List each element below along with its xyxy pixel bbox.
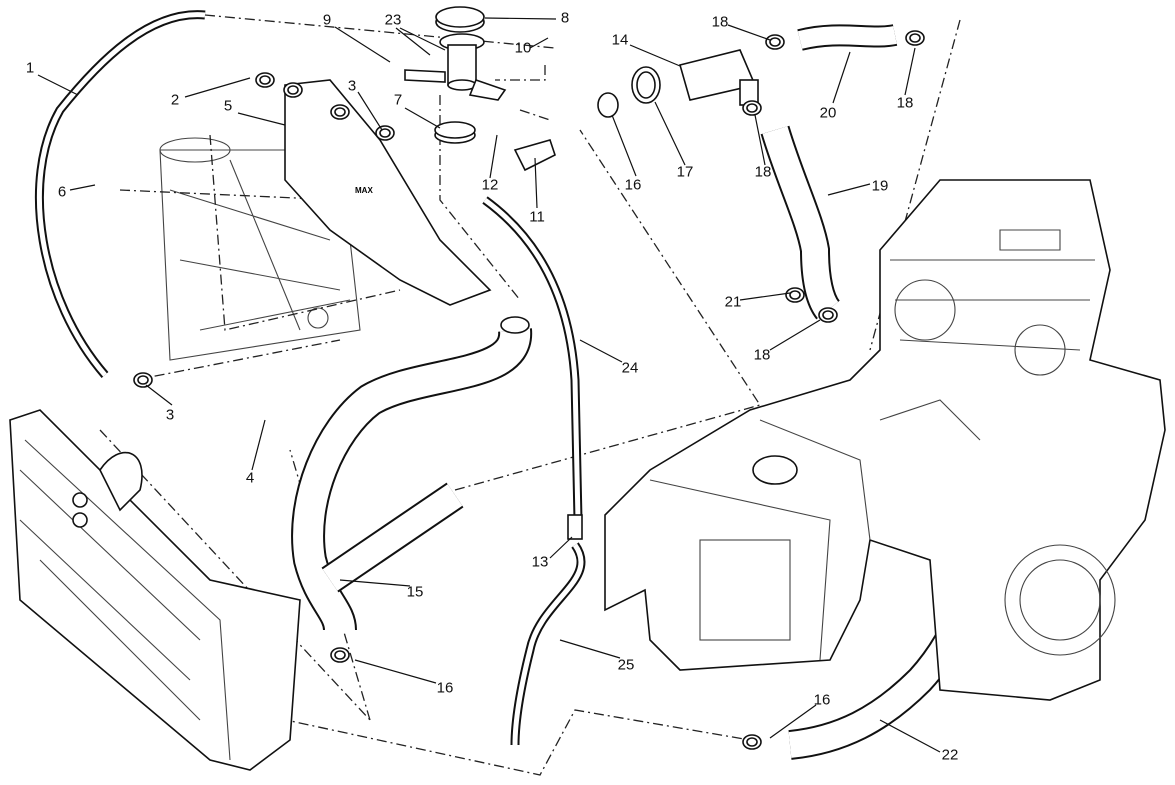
part-label-16[interactable]: 16 bbox=[436, 679, 454, 697]
part-label-4[interactable]: 4 bbox=[245, 469, 255, 487]
part-label-19[interactable]: 19 bbox=[871, 177, 889, 195]
part-label-6[interactable]: 6 bbox=[57, 183, 67, 201]
part-label-13[interactable]: 13 bbox=[531, 553, 549, 571]
part-label-23[interactable]: 23 bbox=[384, 11, 402, 29]
part-label-22[interactable]: 22 bbox=[941, 746, 959, 764]
part-label-17[interactable]: 17 bbox=[676, 163, 694, 181]
leader-lines bbox=[37, 17, 941, 753]
filler-neck bbox=[404, 33, 507, 101]
part-label-10[interactable]: 10 bbox=[514, 39, 532, 57]
part-label-8[interactable]: 8 bbox=[560, 9, 570, 27]
hose-15 bbox=[291, 316, 533, 632]
part-label-3[interactable]: 3 bbox=[165, 406, 175, 424]
part-label-24[interactable]: 24 bbox=[621, 359, 639, 377]
clamp-17 bbox=[631, 66, 661, 104]
part-label-18[interactable]: 18 bbox=[754, 163, 772, 181]
hose-24-25 bbox=[482, 196, 586, 746]
radiator bbox=[9, 409, 301, 771]
part-label-20[interactable]: 20 bbox=[819, 104, 837, 122]
part-label-11[interactable]: 11 bbox=[529, 208, 545, 226]
part-label-9[interactable]: 9 bbox=[322, 11, 332, 29]
part-label-16[interactable]: 16 bbox=[813, 691, 831, 709]
engine bbox=[604, 179, 1166, 701]
part-label-18[interactable]: 18 bbox=[753, 346, 771, 364]
part-label-3[interactable]: 3 bbox=[347, 77, 357, 95]
frame-outline bbox=[159, 137, 361, 361]
part-label-16[interactable]: 16 bbox=[624, 176, 642, 194]
tank-max-marking: MAX bbox=[355, 186, 373, 195]
hose-19 bbox=[760, 125, 841, 320]
part-label-21[interactable]: 21 bbox=[724, 293, 742, 311]
expansion-tank: MAX bbox=[284, 79, 492, 306]
part-label-18[interactable]: 18 bbox=[711, 13, 729, 31]
bracket-11 bbox=[513, 139, 556, 172]
part-label-5[interactable]: 5 bbox=[223, 97, 233, 115]
thermostat-housing bbox=[679, 49, 759, 106]
part-label-12[interactable]: 12 bbox=[481, 176, 499, 194]
radiator-cap bbox=[435, 6, 485, 33]
part-label-7[interactable]: 7 bbox=[393, 91, 403, 109]
hose-1 bbox=[34, 10, 206, 378]
part-label-2[interactable]: 2 bbox=[170, 91, 180, 109]
part-label-15[interactable]: 15 bbox=[406, 583, 424, 601]
part-label-25[interactable]: 25 bbox=[617, 656, 635, 674]
part-label-18[interactable]: 18 bbox=[896, 94, 914, 112]
clamp-7 bbox=[434, 121, 476, 144]
part-label-1[interactable]: 1 bbox=[25, 59, 35, 77]
part-label-14[interactable]: 14 bbox=[611, 31, 629, 49]
hose-20 bbox=[797, 24, 898, 51]
clamp-16a bbox=[597, 92, 619, 118]
